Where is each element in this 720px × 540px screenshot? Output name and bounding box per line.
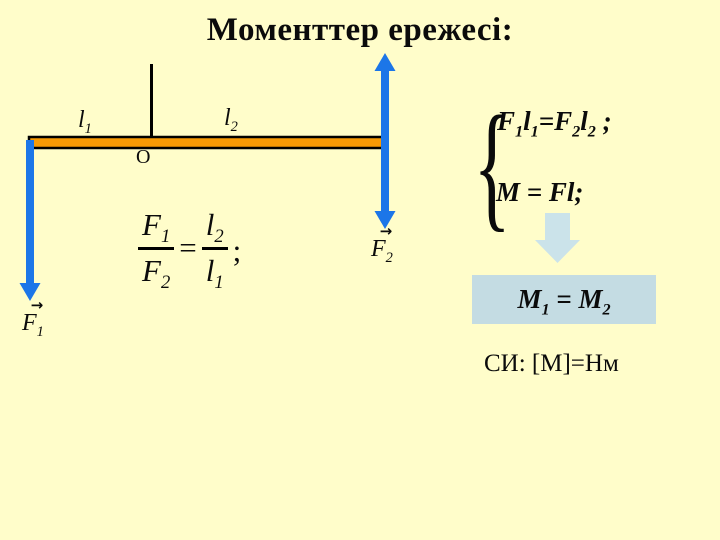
fraction-bar (201, 246, 228, 250)
lever-bar (27, 135, 387, 150)
system-brace: { (473, 86, 511, 244)
vector-arrow-icon: → (30, 296, 44, 314)
force-f1-arrow (19, 140, 41, 301)
fraction-lengths-denominator: l1 (205, 252, 224, 293)
fraction-forces: F1 F2 (138, 206, 175, 293)
force-f2-label: → F2 (371, 224, 393, 266)
fraction-forces-denominator: F2 (142, 252, 171, 293)
conclusion-formula: M1 = M2 (517, 284, 611, 319)
vector-arrow-icon: → (379, 222, 393, 240)
force-f2-symbol: F2 (371, 235, 393, 266)
equation-moment-definition: M = Fl; (496, 177, 584, 207)
fraction-bar (138, 246, 175, 250)
length-l2-label: l2 (224, 105, 238, 135)
fraction-lengths-numerator: l2 (205, 207, 224, 248)
down-block-arrow-icon (535, 213, 580, 263)
pivot-point-label: O (136, 146, 151, 168)
force-f2-arrow (374, 53, 396, 229)
slide-title: Моменттер ережесі: (206, 12, 514, 48)
si-units-text: СИ: [М]=Нм (484, 350, 619, 377)
proportion-formula: F1 F2 = l2 l1 ; (138, 206, 242, 293)
semicolon: ; (232, 233, 242, 269)
force-f1-symbol: F1 (22, 309, 44, 340)
equals-sign: = (179, 230, 197, 266)
force-f1-label: → F1 (22, 298, 44, 340)
fraction-forces-numerator: F1 (142, 207, 171, 248)
length-l1-label: l1 (78, 107, 92, 137)
conclusion-box: M1 = M2 (472, 275, 656, 324)
fraction-lengths: l2 l1 (201, 206, 228, 293)
equation-moments-equal: F1l1=F2l2 ; (497, 106, 612, 141)
